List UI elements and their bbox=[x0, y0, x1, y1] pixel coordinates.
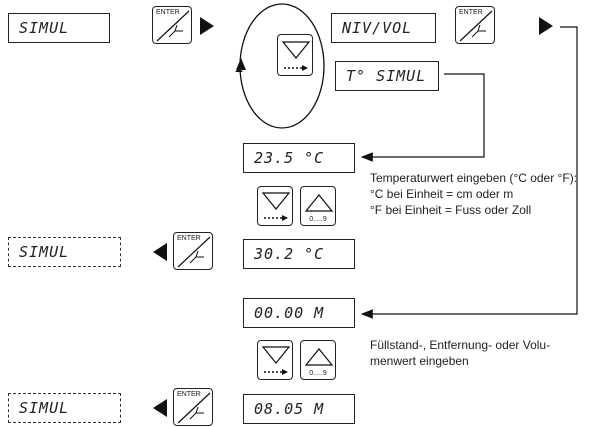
up-key-temp[interactable]: 0.....9 bbox=[300, 186, 336, 226]
level-note-line2: menwert eingeben bbox=[370, 354, 469, 368]
arrow-right-icon bbox=[539, 17, 553, 35]
temp-note-line2: °C bei Einheit = cm oder m bbox=[370, 187, 514, 201]
temp-note-line1: Temperaturwert eingeben (°C oder °F): bbox=[370, 171, 578, 185]
enter-key-nivvol[interactable]: ENTER bbox=[455, 6, 495, 44]
down-triangle-icon bbox=[281, 41, 311, 71]
down-triangle-icon bbox=[261, 346, 291, 375]
display-level-value: 00.00 M bbox=[243, 298, 355, 328]
arrow-right-icon bbox=[200, 17, 214, 35]
up-key-level[interactable]: 0.....9 bbox=[300, 340, 336, 380]
display-simul-top: SIMUL bbox=[8, 13, 110, 43]
display-level-set: 08.05 M bbox=[243, 394, 355, 424]
enter-hand-icon bbox=[177, 236, 211, 268]
display-niv-vol: NIV/VOL bbox=[331, 13, 436, 43]
display-t-simul: T° SIMUL bbox=[335, 61, 439, 91]
enter-key-temp[interactable]: ENTER bbox=[173, 232, 213, 270]
up-triangle-icon bbox=[304, 194, 334, 212]
enter-hand-icon bbox=[156, 10, 190, 42]
down-triangle-icon bbox=[261, 192, 291, 221]
display-temp-value: 23.5 °C bbox=[243, 143, 355, 173]
down-key-level[interactable] bbox=[257, 340, 293, 380]
arrow-left-icon bbox=[153, 399, 167, 417]
display-simul-mid: SIMUL bbox=[8, 237, 121, 267]
down-key-temp[interactable] bbox=[257, 186, 293, 226]
enter-key-level[interactable]: ENTER bbox=[173, 388, 213, 426]
enter-hand-icon bbox=[177, 392, 211, 424]
temp-connector bbox=[360, 73, 485, 162]
temp-note-line3: °F bei Einheit = Fuss oder Zoll bbox=[370, 203, 532, 217]
arrow-left-icon bbox=[153, 243, 167, 261]
level-note-line1: Füllstand-, Entfernung- oder Volu- bbox=[370, 338, 551, 352]
up-triangle-icon bbox=[304, 348, 334, 366]
down-key-cycle[interactable] bbox=[277, 34, 313, 76]
level-connector bbox=[360, 26, 578, 319]
display-simul-bottom: SIMUL bbox=[8, 393, 121, 423]
display-temp-set: 30.2 °C bbox=[243, 239, 355, 269]
enter-key-top[interactable]: ENTER bbox=[152, 6, 192, 44]
cycle-arrowhead bbox=[236, 58, 246, 70]
enter-hand-icon bbox=[459, 10, 493, 42]
